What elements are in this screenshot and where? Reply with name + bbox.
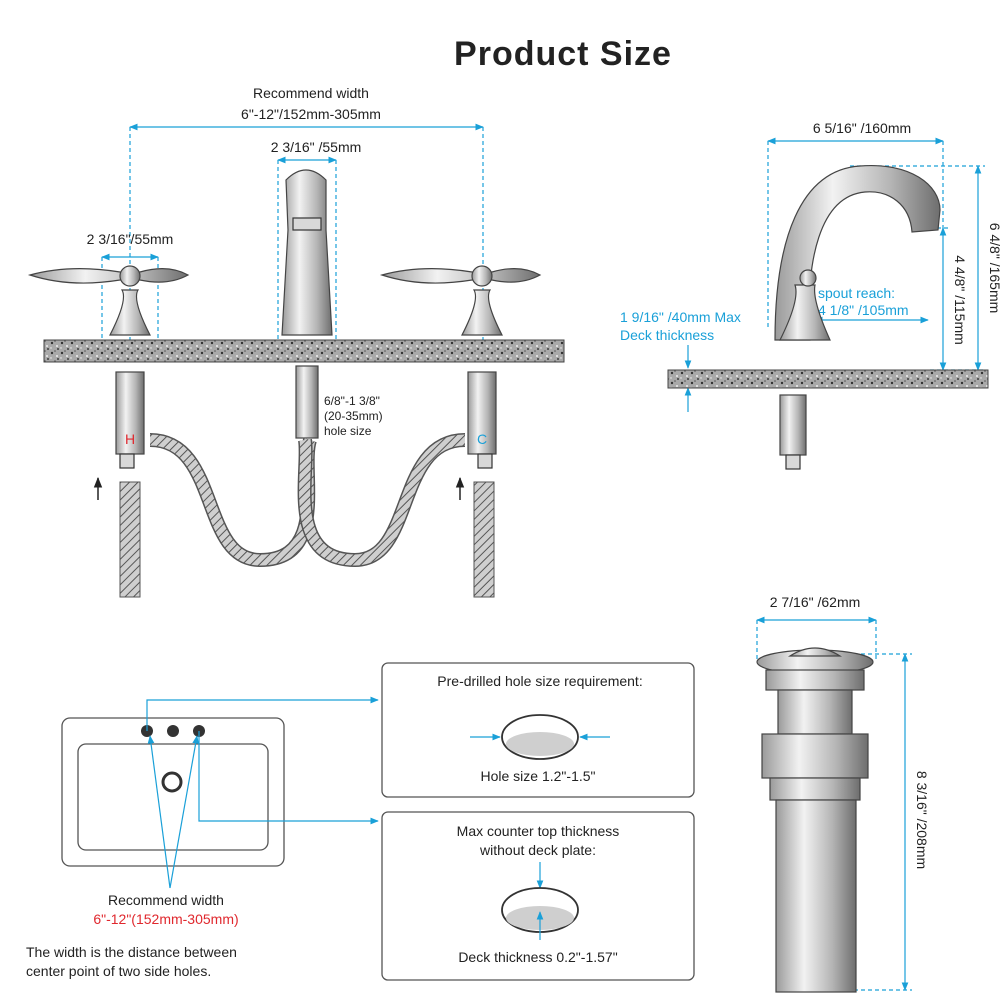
hole-size-line3: hole size [324,424,372,438]
front-view-faucet: Recommend width 6"-12"/152mm-305mm 2 3/1… [27,85,565,598]
thickness-heading-line1: Max counter top thickness [457,823,620,839]
spout-height-label: 4 4/8" /115mm [952,255,968,345]
hole-box-caption: Hole size 1.2"-1.5" [481,768,596,784]
thickness-heading-line2: without deck plate: [479,842,596,858]
sink-recommend-label: Recommend width [108,892,224,908]
drain-width-label: 2 7/16" /62mm [770,594,861,610]
page-title: Product Size [454,35,672,73]
spout-reach-line2: 4 1/8" /105mm [818,302,909,318]
center-spout [281,169,333,336]
hole-size-line2: (20-35mm) [324,409,383,423]
front-countertop [43,339,565,363]
total-height-label: 6 4/8" /165mm [987,223,1000,314]
hot-handle [109,289,151,336]
cold-handle [461,289,503,336]
recommend-width-value: 6"-12"/152mm-305mm [241,106,381,122]
drain-height-label: 8 3/16" /208mm [914,771,930,869]
thickness-caption: Deck thickness 0.2"-1.57" [458,949,617,965]
spout-base-width-label: 2 3/16" /55mm [271,139,362,155]
pop-up-drain: 2 7/16" /62mm 8 3/16" /208mm [756,594,930,993]
deck-thickness-line2: Deck thickness [620,327,714,343]
thickness-box: Max counter top thickness without deck p… [381,811,695,981]
hole-size-line1: 6/8"-1 3/8" [324,394,380,408]
cold-mark: C [477,431,487,447]
center-hole [167,725,179,737]
sink-schematic: Recommend width 6"-12"(152mm-305mm) The … [26,696,379,979]
deck-thickness-line1: 1 9/16" /40mm Max [620,309,741,325]
sink-recommend-value: 6"-12"(152mm-305mm) [93,911,238,927]
spout-reach-line1: spout reach: [818,285,895,301]
side-spout [774,164,941,341]
spout-length-label: 6 5/16" /160mm [813,120,911,136]
side-view-faucet: 6 5/16" /160mm 6 4/8" /165mm 4 4/8" /115… [620,120,1000,470]
hole-box-heading: Pre-drilled hole size requirement: [437,673,642,689]
recommend-width-label: Recommend width [253,85,369,101]
side-countertop [667,369,989,389]
sink-note-line1: The width is the distance between [26,944,237,960]
drain-hole [161,771,183,793]
sink-note-line2: center point of two side holes. [26,963,211,979]
hot-mark: H [125,431,135,447]
hole-size-box: Pre-drilled hole size requirement: Hole … [381,662,695,798]
handle-base-width-label: 2 3/16"/55mm [87,231,174,247]
